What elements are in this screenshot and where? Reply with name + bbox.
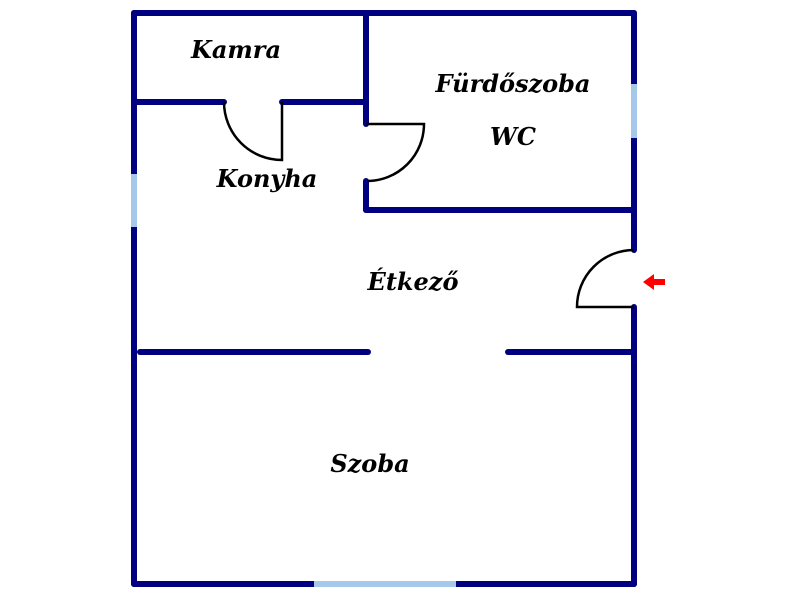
doors	[222, 101, 635, 309]
entrance-arrow-icon	[643, 274, 665, 290]
door-kamra	[222, 101, 284, 162]
room-label-kamra: Kamra	[190, 35, 281, 64]
room-label-szoba: Szoba	[330, 449, 409, 478]
room-label-etkezo: Étkező	[367, 267, 459, 296]
room-label-wc: WC	[490, 122, 536, 151]
window-bottom	[314, 581, 456, 587]
windows	[131, 84, 637, 587]
room-label-furdoszoba: Fürdőszoba	[435, 69, 591, 98]
window-right	[631, 84, 637, 138]
walls	[131, 10, 637, 587]
door-entrance	[575, 248, 635, 309]
room-label-konyha: Konyha	[216, 164, 318, 193]
door-bathroom	[366, 122, 426, 183]
window-left	[131, 174, 137, 227]
